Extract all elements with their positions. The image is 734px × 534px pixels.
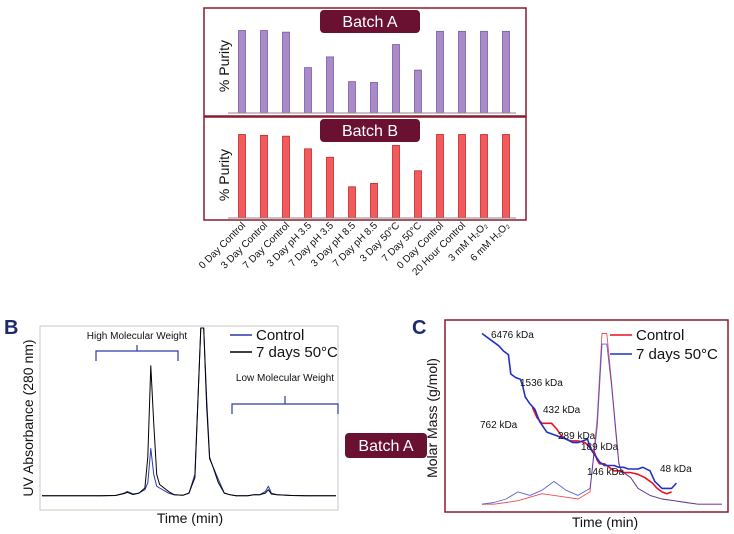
batch-a-bar [480, 30, 488, 114]
batch-a-ylabel: % Purity [216, 40, 232, 92]
mass-label: 289 kDa [558, 431, 596, 442]
molar-mass-trace [481, 332, 677, 490]
stressed-trace [42, 327, 336, 497]
mass-label: 432 kDa [543, 405, 581, 416]
batch-a-bar [304, 67, 312, 114]
lmw-label: Low Molecular Weight [236, 373, 334, 384]
hmw-bracket [95, 345, 179, 361]
batch-a-bar [414, 69, 422, 114]
center-badge [345, 433, 427, 458]
panel-c-traces [481, 332, 722, 505]
panel-b-frame [39, 325, 339, 511]
batch-b-bar [282, 135, 290, 219]
batch-a-badge-text: Batch A [342, 14, 397, 31]
batch-a-bar [370, 82, 378, 114]
batch-b-bar [348, 186, 356, 219]
batch-b-bar [392, 145, 400, 219]
mass-label: 48 kDa [660, 464, 692, 475]
batch-a-bar [502, 30, 510, 114]
batch-a-bar [348, 81, 356, 114]
batch-b-bar [238, 134, 246, 219]
legend-b-stressed: 7 days 50°C [256, 344, 338, 361]
batch-a-badge [320, 10, 420, 33]
batch-b-bar [414, 170, 422, 219]
concentration-trace [481, 343, 722, 505]
center-badge-text: Batch A [358, 438, 413, 455]
legend-c-control: Control [636, 327, 684, 344]
panel-b-label: B [4, 317, 18, 339]
batch-b-bar [304, 148, 312, 219]
batch-a-bar [326, 56, 334, 114]
batch-a-bar [238, 30, 246, 114]
batch-b-chart: Batch B % Purity [203, 116, 527, 221]
batch-b-bar [370, 183, 378, 219]
batch-a-bar [458, 30, 466, 114]
mass-label: 1536 kDa [520, 378, 563, 389]
batch-a-frame [203, 7, 527, 117]
batch-a-bar [436, 30, 444, 114]
batch-b-bar [436, 134, 444, 219]
panel-b-chart: High Molecular Weight Low Molecular Weig… [20, 325, 339, 526]
mass-label: 146 kDa [587, 467, 625, 478]
batch-b-badge [320, 119, 420, 142]
batch-a-chart: Batch A % Purity [203, 7, 527, 117]
legend-c-stressed: 7 days 50°C [636, 346, 718, 363]
molar-mass-trace [531, 407, 672, 495]
batch-b-bar [480, 134, 488, 219]
hmw-label: High Molecular Weight [87, 331, 188, 342]
panel-b-xlabel: Time (min) [157, 510, 223, 526]
batch-b-badge-text: Batch B [342, 123, 398, 140]
mass-label: 189 kDa [581, 442, 619, 453]
batch-b-bar [458, 134, 466, 219]
batch-a-bar [392, 44, 400, 114]
panel-c-xlabel: Time (min) [572, 514, 638, 530]
panel-c-label: C [412, 317, 426, 339]
legend-b-control: Control [256, 327, 304, 344]
panel-b-traces [42, 327, 336, 497]
mass-label: 762 kDa [480, 420, 518, 431]
batch-b-ylabel: % Purity [216, 149, 232, 201]
panel-b-ylabel: UV Absorbance (280 nm) [20, 339, 36, 496]
panel-c-ylabel: Molar Mass (g/mol) [424, 358, 440, 478]
batch-b-bar [260, 134, 268, 219]
batch-b-bar [502, 134, 510, 219]
lmw-bracket [231, 396, 339, 414]
mass-label: 6476 kDa [491, 330, 534, 341]
panel-c-chart: 6476 kDa 1536 kDa 762 kDa 432 kDa 289 kDa189… [424, 319, 729, 530]
batch-a-bar [282, 31, 290, 114]
batch-a-bar [260, 30, 268, 114]
mass-labels: 6476 kDa 1536 kDa 762 kDa 432 kDa 289 kDa189… [480, 330, 692, 478]
panel-c-frame [444, 319, 729, 513]
batch-b-bar [326, 156, 334, 219]
